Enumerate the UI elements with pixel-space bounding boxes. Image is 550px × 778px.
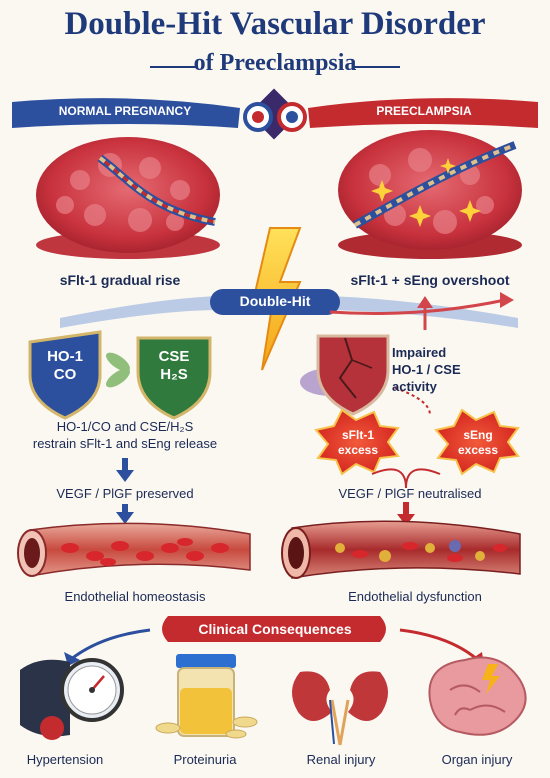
vegf-preserved-text: VEGF / PlGF preserved xyxy=(56,486,194,501)
double-hit-banner-shape xyxy=(60,289,518,330)
consequences-banner-shape xyxy=(64,616,484,666)
title-line-2: of Preeclampsia xyxy=(193,50,357,76)
consequence-organ-injury: Organ injury xyxy=(441,752,513,767)
co-label: CO xyxy=(53,366,77,383)
placenta-preeclampsia-caption: sFlt-1 + sEng overshoot xyxy=(350,272,510,288)
placenta-preeclampsia-icon xyxy=(338,130,522,259)
cse-label: CSE xyxy=(158,348,190,365)
clinical-consequences-label: Clinical Consequences xyxy=(198,621,352,637)
impaired-line-1: Impaired xyxy=(392,345,447,360)
impaired-line-2: HO-1 / CSE xyxy=(392,362,461,377)
consequence-hypertension: Hypertension xyxy=(26,752,104,767)
seng-excess-text: sEng excess xyxy=(438,428,518,458)
leaf-connector-icon xyxy=(106,352,130,388)
right-down-arrow-1 xyxy=(397,502,415,526)
banner-preeclampsia-label: PREECLAMPSIA xyxy=(376,104,472,118)
sflt1-excess-label: excess xyxy=(337,443,379,457)
brain-icon xyxy=(428,656,527,736)
title-rule-left xyxy=(150,66,198,68)
vegf-neutralised-text: VEGF / PlGF neutralised xyxy=(338,486,482,501)
ho1-co-shield-text: HO-1 CO xyxy=(30,348,100,384)
left-down-arrow-2 xyxy=(116,504,134,524)
ho1-label: HO-1 xyxy=(47,348,83,365)
kidneys-icon xyxy=(291,671,389,746)
left-down-arrow-1 xyxy=(116,458,134,482)
consequence-renal-injury: Renal injury xyxy=(306,752,376,767)
restrain-line-1: HO-1/CO and CSE/H₂S xyxy=(56,419,194,434)
placenta-normal-icon xyxy=(36,137,220,259)
h2s-label: H₂S xyxy=(160,366,188,383)
title-line-1: Double-Hit Vascular Disorder xyxy=(64,6,486,42)
cse-h2s-shield-text: CSE H₂S xyxy=(138,348,210,384)
double-hit-label: Double-Hit xyxy=(239,293,311,309)
center-emblem-icon xyxy=(243,88,307,140)
sflt1-label: sFlt-1 xyxy=(341,428,374,442)
banner-normal-label: NORMAL PREGNANCY xyxy=(58,104,192,118)
title-rule-right xyxy=(352,66,400,68)
urine-jar-icon xyxy=(155,654,258,739)
restrain-text: HO-1/CO and CSE/H₂S restrain sFlt-1 and … xyxy=(10,418,240,452)
cracked-shield-icon xyxy=(300,334,390,416)
seng-excess-label: excess xyxy=(457,443,499,457)
impaired-line-3: activity xyxy=(392,379,437,394)
blood-pressure-icon xyxy=(20,658,124,740)
cse-h2s-shield-icon xyxy=(136,336,212,420)
placenta-normal-caption: sFlt-1 gradual rise xyxy=(59,272,181,288)
endothelial-dysfunction-caption: Endothelial dysfunction xyxy=(348,589,482,604)
banner-preeclampsia-shape xyxy=(308,98,538,128)
damaged-vessel-icon xyxy=(281,520,521,579)
seng-excess-burst-icon xyxy=(434,408,520,476)
sflt1-excess-text: sFlt-1 excess xyxy=(318,428,398,458)
endothelial-homeostasis-caption: Endothelial homeostasis xyxy=(64,589,206,604)
healthy-vessel-icon xyxy=(17,522,251,577)
banner-normal-shape xyxy=(12,98,240,128)
restrain-line-2: restrain sFlt-1 and sEng release xyxy=(32,436,218,451)
impaired-text: Impaired HO-1 / CSE activity xyxy=(392,344,502,395)
ho1-co-shield-icon xyxy=(28,330,102,420)
seng-label: sEng xyxy=(463,428,493,442)
sflt1-excess-burst-icon xyxy=(314,408,400,476)
consequence-proteinuria: Proteinuria xyxy=(173,752,237,767)
